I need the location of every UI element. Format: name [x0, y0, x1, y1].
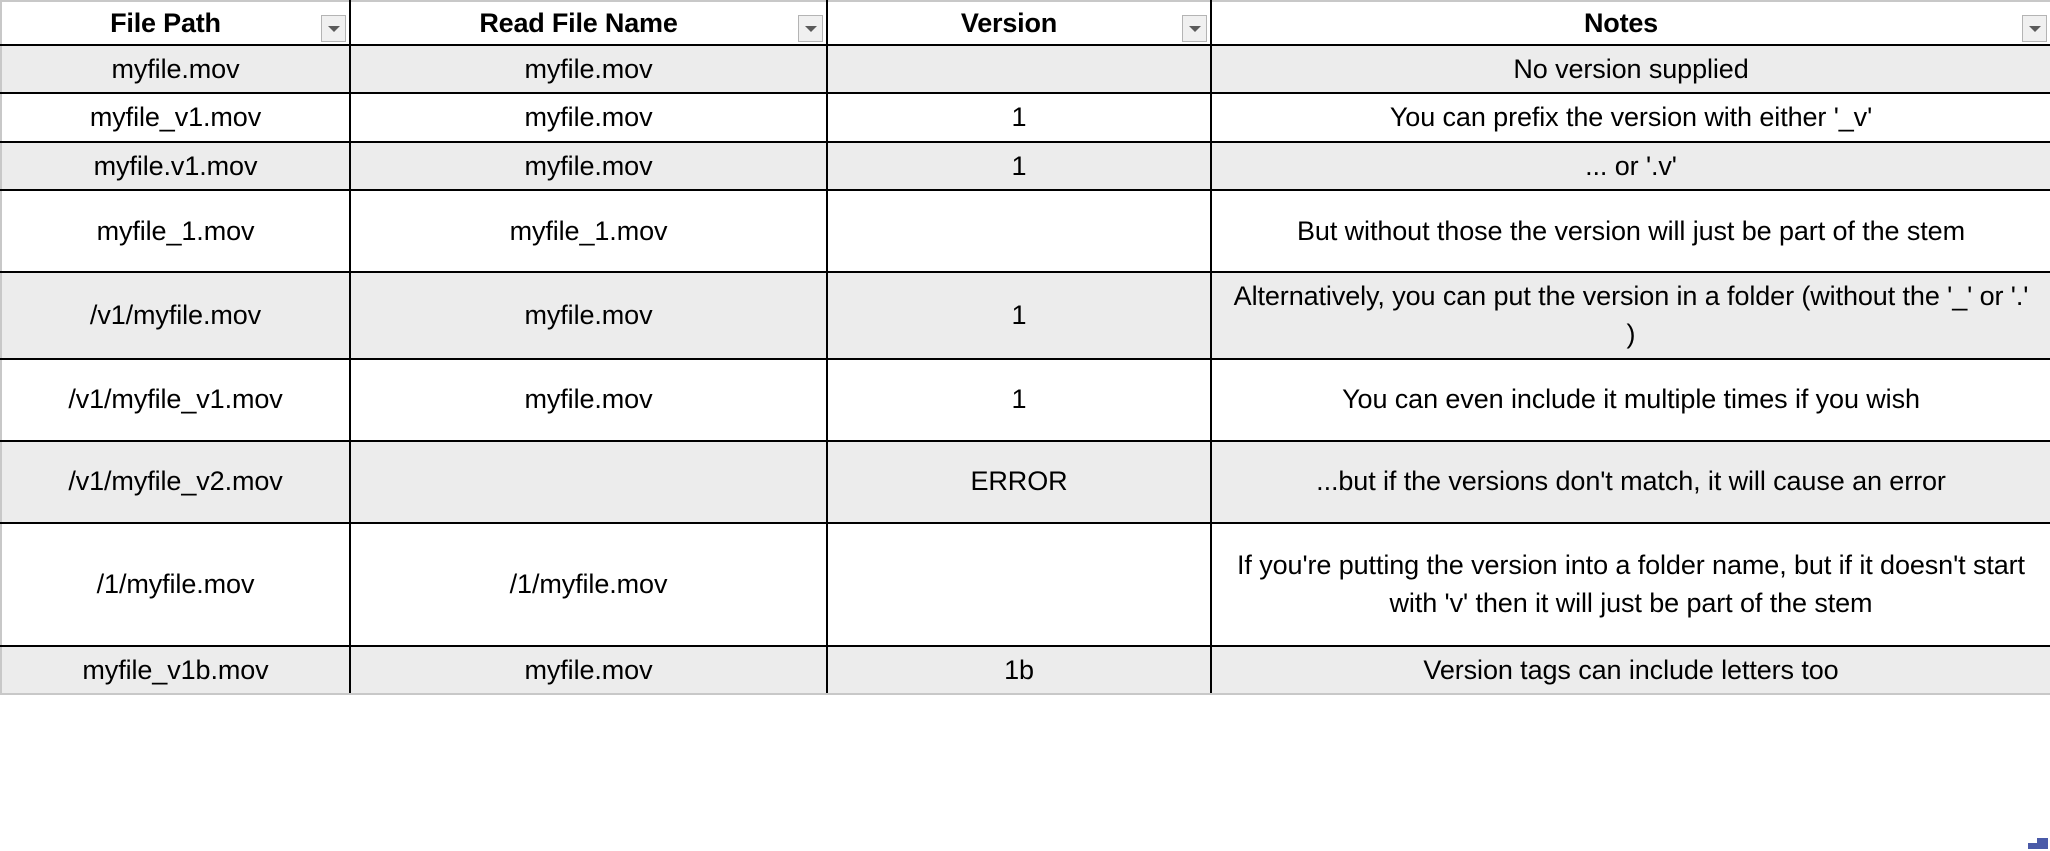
cell-read-file-name[interactable] — [350, 440, 828, 524]
cell-file-path[interactable]: myfile.v1.mov — [0, 141, 351, 191]
cell-notes[interactable]: You can prefix the version with either '… — [1211, 93, 2050, 143]
table-row[interactable]: /v1/myfile.mov myfile.mov 1 Alternativel… — [0, 271, 2050, 360]
data-table: File Path Read File Name Version — [0, 0, 2050, 695]
column-header-file-path[interactable]: File Path — [0, 0, 351, 46]
caret-glyph — [327, 25, 340, 32]
cell-version[interactable]: 1 — [827, 141, 1212, 191]
column-header-label: Version — [960, 7, 1058, 38]
chevron-down-icon[interactable] — [2022, 15, 2047, 42]
cell-read-file-name[interactable]: /1/myfile.mov — [350, 522, 828, 647]
cell-version[interactable]: 1b — [827, 645, 1212, 695]
cell-version[interactable]: 1 — [827, 93, 1212, 143]
cell-notes[interactable]: Version tags can include letters too — [1211, 645, 2050, 695]
caret-glyph — [804, 25, 817, 32]
column-header-label: File Path — [110, 7, 221, 38]
cell-notes[interactable]: Alternatively, you can put the version i… — [1211, 271, 2050, 360]
cell-file-path[interactable]: myfile_v1.mov — [0, 93, 351, 143]
cell-notes[interactable]: But without those the version will just … — [1211, 189, 2050, 273]
cell-file-path[interactable]: myfile_1.mov — [0, 189, 351, 273]
cell-notes[interactable]: ...but if the versions don't match, it w… — [1211, 440, 2050, 524]
caret-glyph — [1188, 25, 1201, 32]
resize-handle-segment — [2028, 843, 2037, 849]
cell-version[interactable]: 1 — [827, 271, 1212, 360]
table-row[interactable]: myfile.mov myfile.mov No version supplie… — [0, 45, 2050, 95]
column-header-notes[interactable]: Notes — [1211, 0, 2050, 46]
cell-file-path[interactable]: /v1/myfile_v2.mov — [0, 440, 351, 524]
cell-notes[interactable]: You can even include it multiple times i… — [1211, 358, 2050, 442]
table-header: File Path Read File Name Version — [0, 0, 2050, 46]
cell-file-path[interactable]: myfile_v1b.mov — [0, 645, 351, 695]
cell-file-path[interactable]: /1/myfile.mov — [0, 522, 351, 647]
table-row[interactable]: /v1/myfile_v1.mov myfile.mov 1 You can e… — [0, 358, 2050, 442]
cell-file-path[interactable]: myfile.mov — [0, 45, 351, 95]
table-row[interactable]: myfile_v1b.mov myfile.mov 1b Version tag… — [0, 645, 2050, 695]
cell-read-file-name[interactable]: myfile.mov — [350, 93, 828, 143]
chevron-down-icon[interactable] — [321, 15, 346, 42]
table-body: myfile.mov myfile.mov No version supplie… — [0, 45, 2050, 695]
chevron-down-icon[interactable] — [798, 15, 823, 42]
column-header-label: Read File Name — [479, 7, 678, 38]
cell-file-path[interactable]: /v1/myfile_v1.mov — [0, 358, 351, 442]
cell-version[interactable] — [827, 45, 1212, 95]
cell-notes[interactable]: No version supplied — [1211, 45, 2050, 95]
table-row[interactable]: myfile.v1.mov myfile.mov 1 ... or '.v' — [0, 141, 2050, 191]
table-row[interactable]: myfile_1.mov myfile_1.mov But without th… — [0, 189, 2050, 273]
cell-read-file-name[interactable]: myfile.mov — [350, 358, 828, 442]
cell-read-file-name[interactable]: myfile.mov — [350, 45, 828, 95]
cell-read-file-name[interactable]: myfile_1.mov — [350, 189, 828, 273]
cell-version[interactable] — [827, 522, 1212, 647]
table-row[interactable]: /v1/myfile_v2.mov ERROR ...but if the ve… — [0, 440, 2050, 524]
cell-notes[interactable]: ... or '.v' — [1211, 141, 2050, 191]
column-header-label: Notes — [1583, 7, 1658, 38]
cell-read-file-name[interactable]: myfile.mov — [350, 141, 828, 191]
cell-version[interactable]: ERROR — [827, 440, 1212, 524]
table-resize-handle[interactable] — [2028, 829, 2048, 849]
resize-handle-segment — [2037, 838, 2048, 849]
cell-version[interactable] — [827, 189, 1212, 273]
table-row[interactable]: myfile_v1.mov myfile.mov 1 You can prefi… — [0, 93, 2050, 143]
column-header-version[interactable]: Version — [827, 0, 1212, 46]
cell-read-file-name[interactable]: myfile.mov — [350, 645, 828, 695]
table-row[interactable]: /1/myfile.mov /1/myfile.mov If you're pu… — [0, 522, 2050, 647]
cell-version[interactable]: 1 — [827, 358, 1212, 442]
cell-read-file-name[interactable]: myfile.mov — [350, 271, 828, 360]
cell-notes[interactable]: If you're putting the version into a fol… — [1211, 522, 2050, 647]
chevron-down-icon[interactable] — [1182, 15, 1207, 42]
header-row: File Path Read File Name Version — [0, 0, 2050, 46]
caret-glyph — [2028, 25, 2041, 32]
cell-file-path[interactable]: /v1/myfile.mov — [0, 271, 351, 360]
column-header-read-file-name[interactable]: Read File Name — [350, 0, 828, 46]
